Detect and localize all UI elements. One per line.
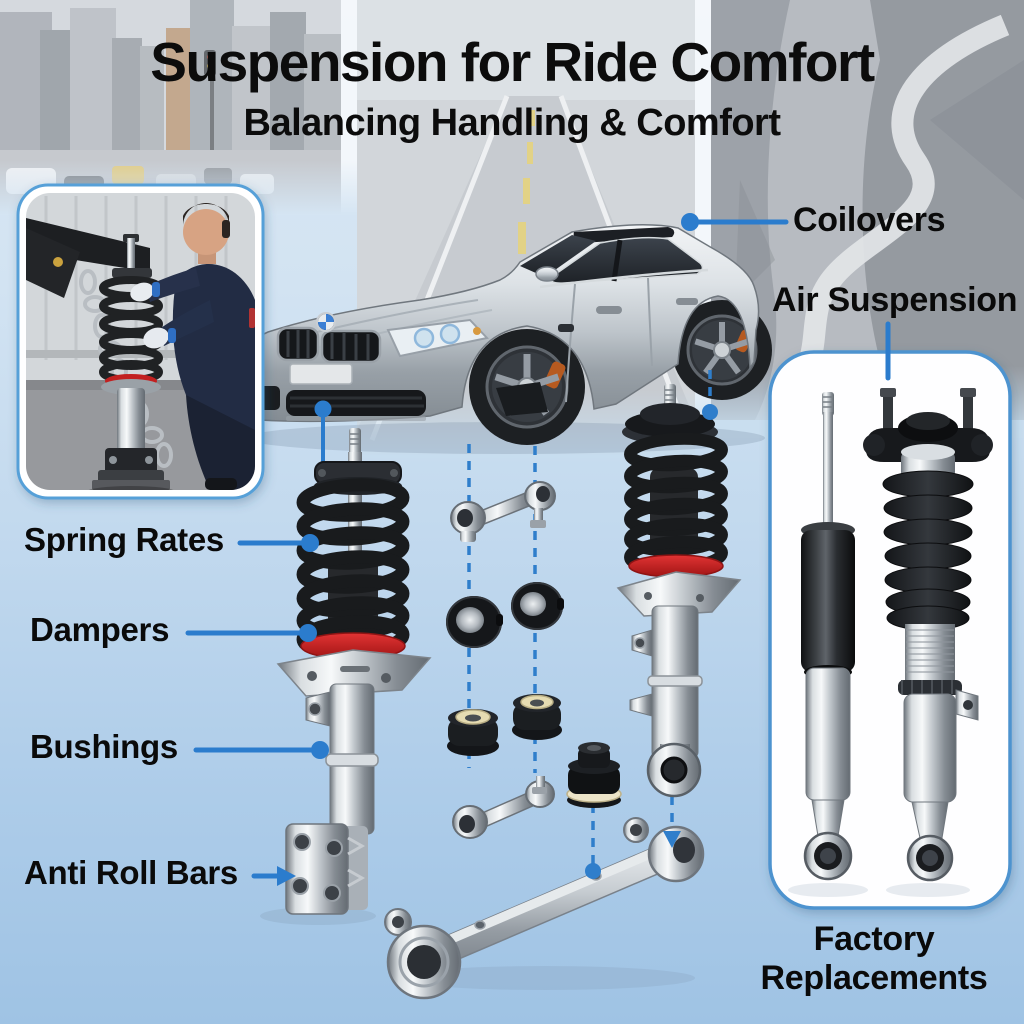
mechanic-figure xyxy=(130,203,255,490)
bushing-round-right xyxy=(511,582,564,630)
control-arm-illustration xyxy=(384,817,705,1000)
oem-shock-booted xyxy=(863,388,993,882)
bushing-cream-left xyxy=(447,709,499,756)
bushing-stacked-large xyxy=(566,742,622,808)
banner-separator xyxy=(341,0,357,212)
leader-dots xyxy=(277,213,699,886)
car-grille xyxy=(276,326,382,364)
label-dampers: Dampers xyxy=(30,611,170,648)
bushing-cream-right xyxy=(512,694,562,740)
label-spring-rates: Spring Rates xyxy=(24,521,224,558)
connector-arrow xyxy=(663,831,681,848)
label-coilovers: Coilovers xyxy=(793,201,946,239)
label-air-suspension: Air Suspension xyxy=(772,281,1018,319)
connector-dot xyxy=(702,404,718,420)
car-rear-wheel xyxy=(672,300,772,400)
sway-bar-link-upper xyxy=(450,481,556,542)
connector-dot xyxy=(585,863,601,879)
bmw-roundel-icon xyxy=(316,312,336,332)
bushing-round-left xyxy=(446,596,503,648)
label-bushings: Bushings xyxy=(30,728,178,765)
rear-strut-illustration xyxy=(616,384,742,798)
page-subtitle: Balancing Handling & Comfort xyxy=(243,102,782,144)
replacement-panel xyxy=(768,350,1012,910)
car-headlight xyxy=(386,318,489,358)
front-strut-illustration xyxy=(260,428,432,925)
car-lower-intake xyxy=(286,390,426,416)
label-anti-roll-bars: Anti Roll Bars xyxy=(24,854,238,891)
leader-lines xyxy=(185,219,891,879)
mechanic-inset-photo xyxy=(16,183,265,500)
car-license-plate xyxy=(289,363,353,385)
sway-bar-link-lower xyxy=(452,776,555,839)
page-title: Suspension for Ride Comfort xyxy=(150,31,875,93)
oem-shock-plain xyxy=(801,392,855,881)
label-factory-replacements: Factory Replacements xyxy=(760,920,988,998)
